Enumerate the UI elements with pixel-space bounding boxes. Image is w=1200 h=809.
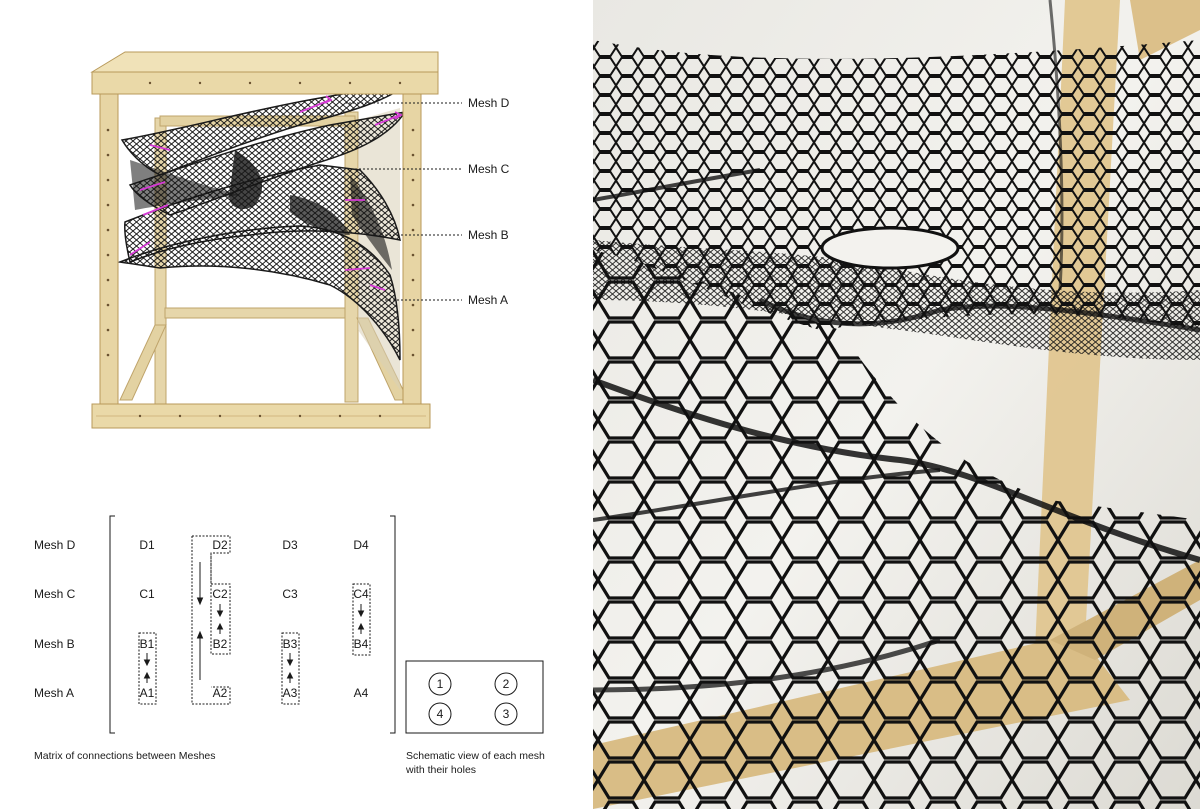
schematic-caption-line1: Schematic view of each mesh — [406, 750, 545, 762]
wood-brace-left — [119, 324, 167, 401]
row-label-mesh-b: Mesh B — [34, 637, 75, 651]
connection-b1-a1 — [138, 632, 157, 705]
label-mesh-b: Mesh B — [468, 228, 509, 242]
schematic-caption-line2: with their holes — [405, 764, 476, 776]
arrow-icon — [324, 95, 333, 104]
peg-holes — [106, 128, 415, 357]
arrow-icon — [129, 241, 151, 256]
mesh-strand — [593, 468, 941, 522]
arrow-down-icon — [196, 597, 204, 606]
connection-d2-c2-b2-a2 — [191, 535, 231, 705]
connection-arrows — [143, 562, 365, 683]
connection-c4-b4 — [352, 583, 371, 656]
arrow-icon — [374, 114, 401, 126]
arrow-down-icon — [357, 610, 365, 618]
arrow-icon — [139, 181, 166, 191]
cell-c1: C1 — [139, 587, 155, 601]
mesh-knot — [130, 160, 240, 210]
hole-4-icon — [428, 702, 452, 726]
leader-lines — [345, 102, 462, 301]
mesh-closeup-middle — [593, 240, 1200, 360]
cell-b4: B4 — [354, 637, 369, 651]
mesh-layers — [117, 80, 413, 361]
arrow-up-icon — [286, 671, 294, 679]
hole-2-icon — [494, 672, 518, 696]
wood-beam-top-face — [90, 51, 439, 73]
label-mesh-d: Mesh D — [468, 96, 510, 110]
frame-photo: Mesh D Mesh C Mesh B Mesh A — [90, 51, 510, 429]
mesh-schematic: 1 2 4 3 Schematic view of each mesh with… — [405, 660, 545, 776]
hole-label-2: 2 — [503, 677, 510, 691]
wood-post-front-left — [99, 91, 119, 411]
cell-d2: D2 — [212, 538, 228, 552]
cell-c2: C2 — [212, 587, 228, 601]
cell-a4: A4 — [354, 686, 369, 700]
cell-a1: A1 — [140, 686, 155, 700]
cell-b3: B3 — [283, 637, 298, 651]
cell-d4: D4 — [353, 538, 369, 552]
arrow-icon — [149, 144, 171, 151]
matrix-bracket-left — [109, 515, 115, 734]
arrow-up-icon — [196, 630, 204, 639]
connection-arrows — [129, 95, 403, 291]
cell-b1: B1 — [140, 637, 155, 651]
connection-matrix: Mesh D Mesh C Mesh B Mesh A D1 D2 D3 D4 … — [34, 515, 396, 762]
mesh-a — [117, 225, 401, 361]
arrow-down-icon — [143, 659, 151, 667]
mesh-strand — [593, 168, 761, 202]
label-mesh-a: Mesh A — [468, 293, 508, 307]
hole-1-icon — [428, 672, 452, 696]
cell-b2: B2 — [213, 637, 228, 651]
cell-a3: A3 — [283, 686, 298, 700]
mesh-knot — [229, 150, 263, 210]
schematic-box — [405, 660, 544, 734]
row-label-mesh-c: Mesh C — [34, 587, 76, 601]
arrow-icon — [369, 284, 386, 291]
arrow-up-icon — [143, 671, 151, 679]
hole-3-icon — [494, 702, 518, 726]
wood-beam-back-bottom — [164, 307, 346, 319]
arrow-down-icon — [216, 610, 224, 618]
mesh-knot — [290, 195, 350, 235]
wood-beam-top — [91, 71, 439, 95]
cell-c4: C4 — [353, 587, 369, 601]
cell-c3: C3 — [282, 587, 298, 601]
arrow-down-icon — [286, 659, 294, 667]
arrow-icon — [142, 204, 169, 216]
arrow-up-icon — [357, 622, 365, 630]
connection-groups — [138, 535, 371, 705]
mesh-strand — [1048, 0, 1064, 291]
closeup-photo — [593, 0, 1200, 809]
arrow-up-icon — [216, 622, 224, 630]
hole-label-1: 1 — [437, 677, 444, 691]
label-mesh-c: Mesh C — [468, 162, 510, 176]
mesh-closeup-bottom — [593, 250, 1200, 809]
cell-d1: D1 — [139, 538, 155, 552]
mesh-strand — [593, 377, 1200, 563]
mesh-hole — [820, 226, 960, 270]
hole-label-3: 3 — [503, 707, 510, 721]
matrix-caption: Matrix of connections between Meshes — [34, 750, 216, 762]
cell-d3: D3 — [282, 538, 298, 552]
mesh-strand — [758, 297, 1200, 333]
wood-post-front-right — [402, 91, 422, 411]
cell-a2: A2 — [213, 686, 228, 700]
hole-label-4: 4 — [437, 707, 444, 721]
arrow-icon — [344, 267, 371, 271]
connection-b3-a3 — [281, 632, 300, 705]
arrow-icon — [394, 111, 403, 120]
matrix-bracket-right — [390, 515, 396, 734]
mesh-strand — [593, 637, 941, 693]
row-label-mesh-a: Mesh A — [34, 686, 74, 700]
mesh-knot — [350, 175, 392, 270]
row-label-mesh-d: Mesh D — [34, 538, 76, 552]
